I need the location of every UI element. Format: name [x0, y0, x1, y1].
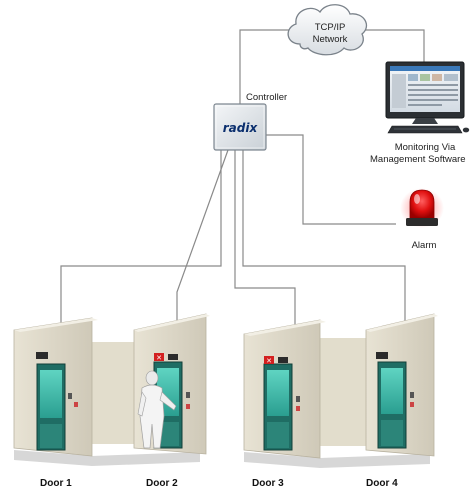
mouse-icon: [462, 127, 470, 133]
wire-controller-door3: [234, 150, 296, 328]
wire-controller-door4: [242, 150, 406, 330]
radix-logo: radix: [223, 121, 259, 135]
door-1: [36, 352, 78, 451]
alarm-beacon: Alarm: [400, 188, 444, 251]
door-room-right: ✕: [243, 313, 438, 468]
monitor-label-line2: Management Software: [370, 154, 466, 165]
alarm-label: Alarm: [412, 240, 437, 251]
door-4: [376, 352, 414, 449]
door-3: ✕: [263, 356, 300, 451]
svg-text:✕: ✕: [156, 354, 162, 362]
door-1-glass: [40, 370, 62, 418]
door-2-status-light: [154, 353, 164, 361]
door-3-label: Door 3: [252, 478, 284, 489]
wire-controller-door1: [60, 148, 222, 325]
door-3-glass: [267, 370, 289, 416]
controller-box: radix Controller: [213, 92, 287, 151]
network-label-line1: TCP/IP: [315, 22, 346, 33]
door-3-status-light: [264, 356, 274, 364]
door-4-glass: [381, 368, 403, 414]
wire-network-monitor: [362, 29, 425, 62]
connection-wires: [60, 29, 425, 330]
door-room-left: ✕: [13, 313, 210, 466]
svg-text:✕: ✕: [266, 357, 272, 365]
door-2-label: Door 2: [146, 478, 178, 489]
network-label-line2: Network: [313, 34, 348, 45]
controller-label: Controller: [246, 92, 287, 103]
wire-controller-alarm: [266, 134, 396, 225]
network-cloud: TCP/IP Network: [287, 4, 367, 56]
wire-network-controller: [239, 29, 298, 104]
wire-controller-door2: [176, 149, 229, 327]
cleanroom-worker-figure: [137, 370, 177, 449]
keyboard-icon: [387, 125, 463, 134]
monitor-label-line1: Monitoring Via: [395, 142, 456, 153]
door-1-label: Door 1: [40, 478, 72, 489]
monitor-computer: Monitoring Via Management Software: [370, 61, 470, 165]
door-4-label: Door 4: [366, 478, 398, 489]
